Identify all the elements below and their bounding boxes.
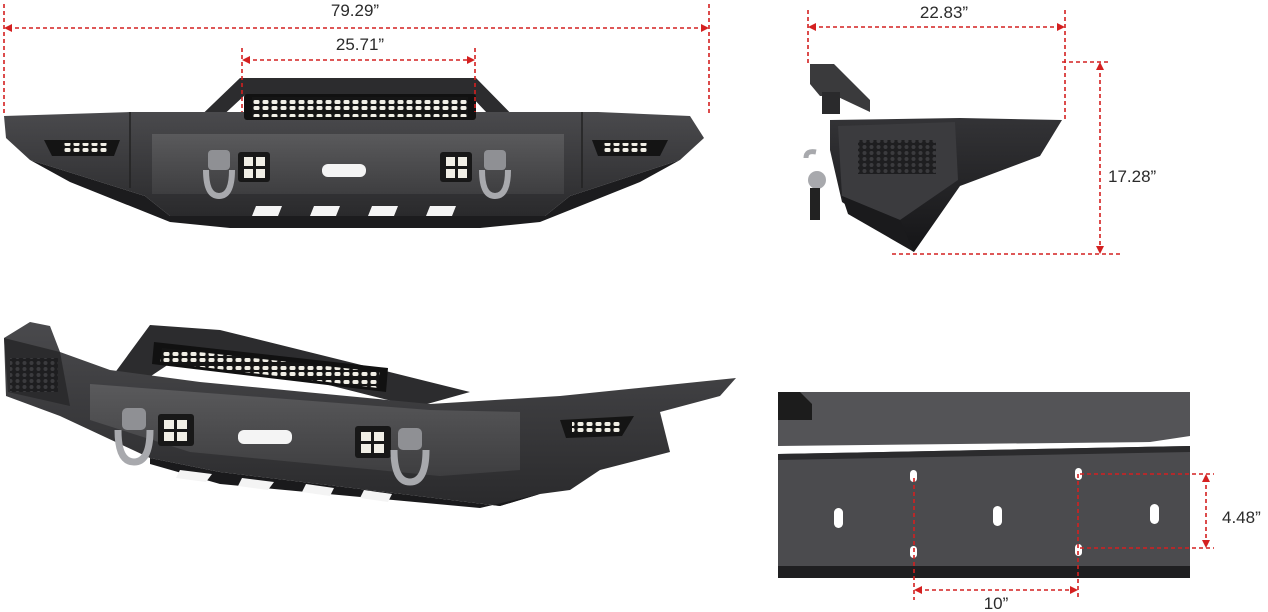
light-bar <box>244 94 476 120</box>
winch-opening <box>322 164 366 177</box>
cube-light <box>238 152 270 182</box>
winch-opening <box>238 430 292 444</box>
light-bar-width-label: 25.71” <box>336 35 385 54</box>
hole-spacing-label: 10” <box>984 594 1009 612</box>
mounting-bracket-detail <box>778 392 1190 578</box>
d-ring-shackle <box>390 428 430 486</box>
fog-light <box>560 416 634 438</box>
bumper-perspective-view <box>4 322 736 508</box>
light-bar-width-dimension: 25.71” <box>241 35 476 112</box>
hole-height-label: 4.48” <box>1222 508 1261 527</box>
cube-light <box>158 414 194 446</box>
fog-light <box>592 140 668 156</box>
overall-width-label: 79.29” <box>331 1 380 20</box>
d-ring-shackle <box>114 408 154 466</box>
mounting-holes <box>834 468 1159 558</box>
hole-spacing-dimension: 10” <box>913 474 1079 612</box>
d-ring-shackle <box>803 149 826 220</box>
overall-width-dimension: 79.29” <box>3 1 710 116</box>
side-depth-dimension: 22.83” <box>807 3 1066 120</box>
side-depth-label: 22.83” <box>920 3 969 22</box>
d-ring-shackle <box>203 150 235 200</box>
skid-plate-slots <box>176 470 392 502</box>
bumper-side-view <box>803 64 1062 252</box>
cube-light <box>355 426 391 458</box>
skid-plate-slots <box>252 206 456 216</box>
side-height-dimension: 17.28” <box>892 61 1157 255</box>
hole-height-dimension: 4.48” <box>1080 473 1261 549</box>
side-height-label: 17.28” <box>1108 167 1157 186</box>
bumper-front-view <box>4 78 704 228</box>
light-bar <box>152 342 388 392</box>
cube-light <box>440 152 472 182</box>
d-ring-shackle <box>479 150 511 200</box>
fog-light <box>44 140 120 156</box>
